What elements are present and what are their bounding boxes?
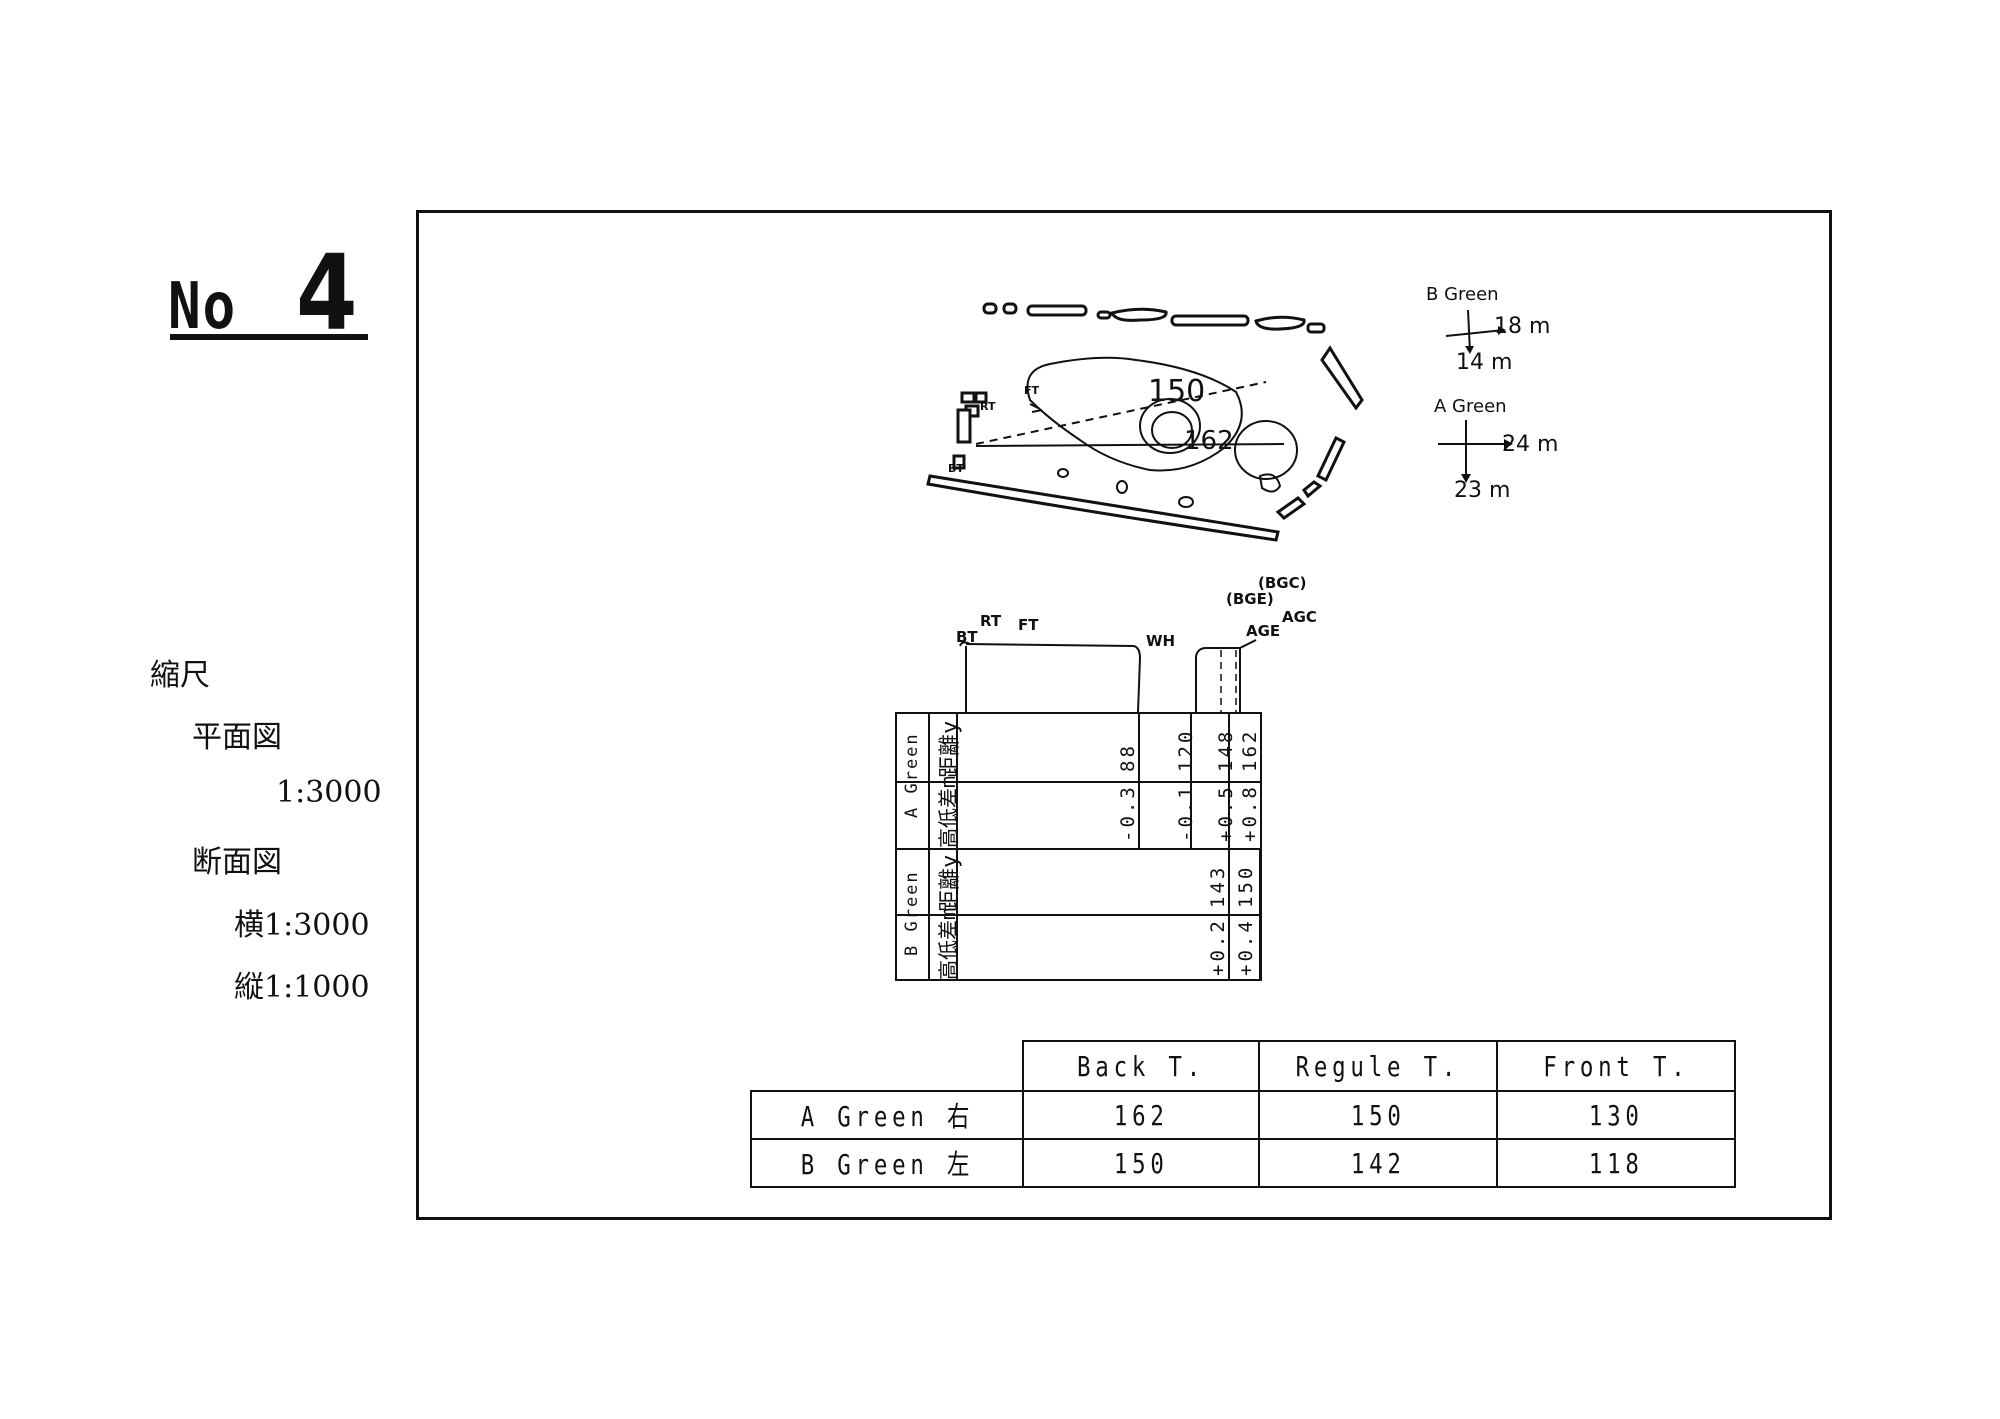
plan-small-bunker xyxy=(1116,480,1128,494)
plan-line-to-162 xyxy=(975,443,1285,447)
plan-tee xyxy=(956,408,972,444)
hole-number: 4 xyxy=(296,232,358,354)
plan-bunker xyxy=(1301,480,1323,499)
section-label-agc: AGC xyxy=(1282,608,1317,626)
plan-bunker xyxy=(1316,435,1346,483)
profile-a-distance-label: 距離y xyxy=(938,720,963,778)
compass-a-label: A Green xyxy=(1434,396,1507,417)
tee-header-front: Front T. xyxy=(1496,1040,1736,1092)
profile-a-label: A Green xyxy=(902,732,922,818)
profile-a-distance: 88 xyxy=(1117,743,1139,772)
compass-a-down: 23 m xyxy=(1454,478,1511,503)
tee-cell-a-regular: 150 xyxy=(1258,1090,1498,1140)
hole-title: No 4 xyxy=(168,232,368,354)
compass-a-cross xyxy=(1438,420,1513,483)
plan-tee xyxy=(952,454,966,470)
tee-header-back: Back T. xyxy=(1022,1040,1260,1092)
profile-a-elevation: +0.8 xyxy=(1239,784,1261,842)
plan-line-to-150 xyxy=(975,381,1267,445)
drawing-frame xyxy=(416,210,1832,1220)
hole-prefix: No xyxy=(168,270,237,344)
plan-bunker xyxy=(1170,314,1250,327)
plan-yardage-162: 162 xyxy=(1184,426,1234,456)
compass-b-right: 18 m xyxy=(1494,314,1551,339)
tee-yardage-table: Back T. Regule T. Front T. A Green 右 162… xyxy=(750,1040,1736,1188)
profile-grid xyxy=(895,712,1262,981)
profile-b-distance-label: 距離y xyxy=(938,854,963,912)
section-label-bge: (BGE) xyxy=(1226,590,1274,608)
section-label-wh: WH xyxy=(1146,632,1176,650)
plan-small-bunker xyxy=(1258,473,1282,493)
plan-small-bunker xyxy=(1178,496,1194,508)
profile-b-elevation: +0.4 xyxy=(1235,918,1257,976)
section-label-bt: BT xyxy=(956,628,978,646)
plan-bunker xyxy=(982,302,998,315)
tee-cell-a-front: 130 xyxy=(1496,1090,1736,1140)
section-label-bgc: (BGC) xyxy=(1258,574,1307,592)
tee-cell-a-back: 162 xyxy=(1022,1090,1260,1140)
plan-fairway-marker xyxy=(1031,409,1043,413)
profile-b-label: B Green xyxy=(902,870,922,956)
plan-green-a-inner xyxy=(1151,411,1193,449)
profile-a-distance: 148 xyxy=(1215,728,1237,772)
compass-b-label: B Green xyxy=(1426,284,1499,305)
profile-a-elevation: -0.1 xyxy=(1175,784,1197,842)
profile-a-distance: 120 xyxy=(1175,728,1197,772)
profile-b-distance: 150 xyxy=(1235,864,1257,908)
plan-green-a xyxy=(1139,398,1201,454)
scale-section-vertical: 縦1:1000 xyxy=(234,970,370,1005)
tee-cell-b-back: 150 xyxy=(1022,1138,1260,1188)
plan-fairway-marker xyxy=(1029,403,1039,409)
plan-bunker xyxy=(1275,496,1307,520)
tee-cell-b-regular: 142 xyxy=(1258,1138,1498,1188)
profile-a-distance: 162 xyxy=(1239,728,1261,772)
plan-bunker xyxy=(1306,322,1326,334)
compass-b-down: 14 m xyxy=(1456,350,1513,375)
section-label-ft: FT xyxy=(1018,616,1039,634)
plan-bunker xyxy=(926,474,1280,542)
profile-b-elevation: +0.2 xyxy=(1207,918,1229,976)
section-label-rt: RT xyxy=(980,612,1002,630)
plan-tee xyxy=(960,391,976,404)
profile-a-elevation: -0.3 xyxy=(1117,784,1139,842)
plan-tee xyxy=(974,391,988,404)
profile-a-elevation: +0.5 xyxy=(1215,784,1237,842)
plan-label-bt: BT xyxy=(948,462,964,475)
plan-bunker xyxy=(1002,302,1018,315)
hole-underline xyxy=(170,334,368,340)
plan-label-rt: RT xyxy=(980,400,996,413)
plan-bunker xyxy=(1096,310,1112,320)
scale-title: 縮尺 xyxy=(150,658,210,693)
plan-bunker xyxy=(1254,315,1306,331)
profile-table: A Green 距離y 高低差m B Green 距離y 高低差m 88 120… xyxy=(895,712,1262,982)
scale-section-label: 断面図 xyxy=(192,845,282,880)
profile-b-elevation-label: 高低差m xyxy=(936,907,960,980)
tee-row-label-a: A Green 右 xyxy=(750,1090,1024,1140)
tee-row-label-b: B Green 左 xyxy=(750,1138,1024,1188)
plan-bunker xyxy=(1026,304,1088,317)
plan-label-ft: FT xyxy=(1024,384,1040,397)
scale-plan-ratio: 1:3000 xyxy=(276,775,382,810)
compass-a-right: 24 m xyxy=(1502,432,1559,457)
tee-cell-b-front: 118 xyxy=(1496,1138,1736,1188)
plan-yardage-150: 150 xyxy=(1148,374,1206,409)
profile-b-distance: 143 xyxy=(1207,864,1229,908)
plan-bunker xyxy=(1109,307,1168,322)
plan-small-bunker xyxy=(1057,468,1069,478)
profile-a-elevation-label: 高低差m xyxy=(936,775,960,848)
scale-section-horizontal: 横1:3000 xyxy=(234,908,370,943)
section-label-age: AGE xyxy=(1246,622,1281,640)
section-profile xyxy=(959,639,1257,713)
scale-plan-label: 平面図 xyxy=(192,720,282,755)
plan-green-b xyxy=(1234,420,1298,480)
tee-header-regular: Regule T. xyxy=(1258,1040,1498,1092)
compass-b-cross xyxy=(1445,309,1506,354)
plan-bunker xyxy=(1320,345,1364,411)
hole-plan-map xyxy=(926,302,1364,542)
